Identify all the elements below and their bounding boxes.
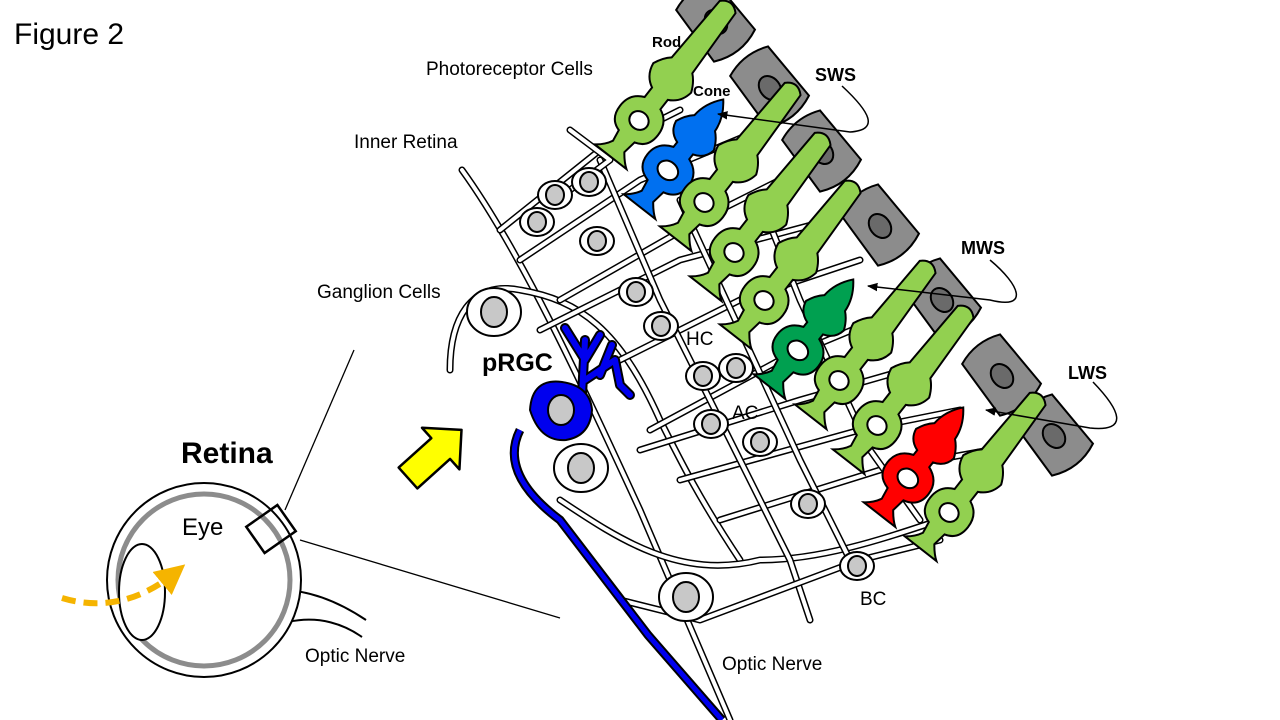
interneuron-cell <box>519 207 555 237</box>
ganglion-cell <box>553 443 609 493</box>
interneuron-cell <box>742 427 778 457</box>
interneuron-cell <box>643 311 679 341</box>
inner-retina-label: Inner Retina <box>354 132 458 153</box>
retina-label: Retina <box>181 437 273 470</box>
interneuron-cell <box>790 489 826 519</box>
mws-label: MWS <box>961 238 1005 258</box>
prgc-cell <box>509 323 726 720</box>
interneuron-cell <box>718 353 754 383</box>
zoom-line <box>284 349 355 511</box>
ac-label: AC <box>732 403 758 424</box>
optic-nerve-eye-label: Optic Nerve <box>305 646 405 667</box>
rod-label: Rod <box>652 34 681 51</box>
lws-label: LWS <box>1068 363 1107 383</box>
retina-ring <box>115 491 293 669</box>
zoom-line <box>299 539 561 619</box>
interneuron-cell <box>685 361 721 391</box>
ganglion-cell <box>658 572 714 622</box>
eye-label: Eye <box>182 514 223 541</box>
retina-zoom-box <box>244 503 298 555</box>
interneuron-cell <box>571 167 607 197</box>
photoreceptor-cells-label: Photoreceptor Cells <box>426 59 593 80</box>
eye-inset: Retina Eye Optic Nerve <box>61 349 561 678</box>
light-path-icon <box>61 564 186 607</box>
bc-label: BC <box>860 589 886 610</box>
hc-label: HC <box>686 329 713 350</box>
interneuron-cell <box>618 277 654 307</box>
figure-title: Figure 2 <box>14 18 124 51</box>
lens <box>118 543 166 641</box>
interneuron-cell <box>693 409 729 439</box>
interneuron-cell <box>839 551 875 581</box>
light-arrow-icon <box>397 426 463 490</box>
cone-pointers <box>716 85 1118 430</box>
interneuron-cell <box>579 226 615 256</box>
interneuron-cell <box>537 180 573 210</box>
ganglion-cells-label: Ganglion Cells <box>317 282 441 303</box>
ganglion-cell <box>466 287 522 337</box>
sws-label: SWS <box>815 65 856 85</box>
optic-nerve-retina-label: Optic Nerve <box>722 654 822 675</box>
prgc-label: pRGC <box>482 349 553 377</box>
cone-label: Cone <box>693 83 731 100</box>
